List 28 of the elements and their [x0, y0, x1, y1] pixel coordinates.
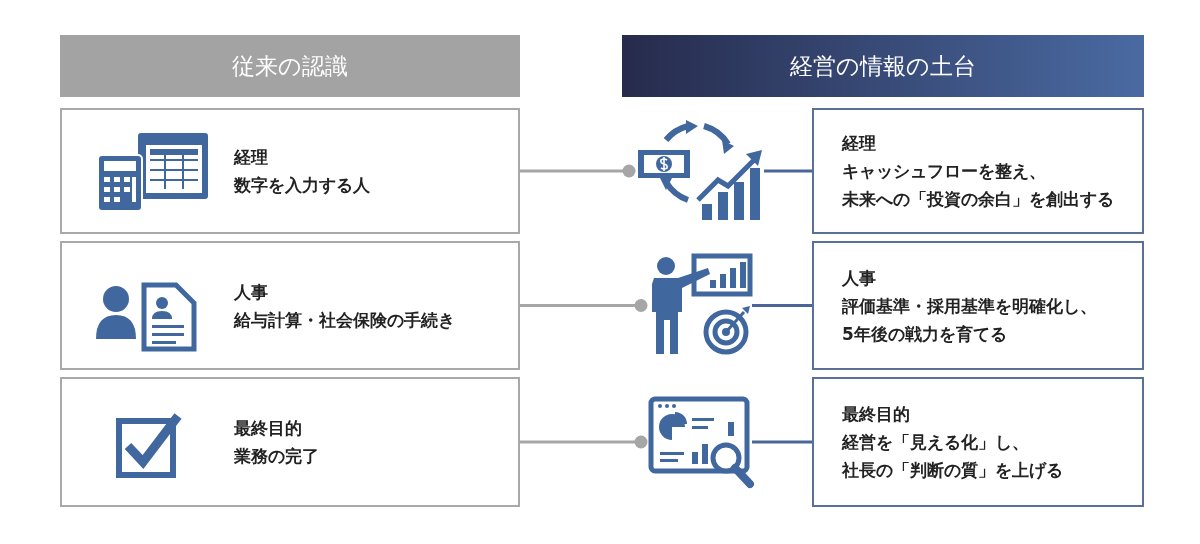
text-box: [812, 108, 1144, 234]
body-text: 経営を「見える化」し、社長の「判断の質」を上げる: [842, 431, 1063, 482]
heading-text: 経理: [234, 146, 268, 169]
body-text: 数字を入力する人: [234, 174, 370, 197]
header-band: 従来の認識: [60, 35, 520, 97]
connector-line: [752, 440, 812, 444]
body-text: キャッシュフローを整え、未来への「投資の余白」を創出する: [842, 160, 1114, 211]
text-box: [60, 108, 520, 234]
dashboard-magnifier-icon: [648, 396, 752, 488]
connector-line: [764, 169, 812, 173]
heading-text: 人事: [234, 280, 268, 304]
heading-text: 人事: [842, 266, 876, 290]
heading-text: 最終目的: [234, 417, 302, 440]
cash-flow-chart-icon: [636, 120, 764, 222]
text-box: [60, 377, 520, 507]
body-text: 給与計算・社会保険の手続き: [234, 308, 455, 332]
body-text: 評価基準・採用基準を明確化し、5年後の戦力を育てる: [842, 294, 1097, 346]
body-text: 業務の完了: [234, 445, 319, 468]
heading-text: 経理: [842, 132, 876, 155]
dot-connector: [520, 299, 648, 312]
header-band: 経営の情報の土台: [622, 35, 1144, 97]
dot-connector: [520, 164, 636, 178]
dot-connector: [520, 435, 648, 449]
connector-line: [752, 304, 812, 307]
text-box: [812, 241, 1144, 370]
text-box: [60, 241, 520, 370]
heading-text: 最終目的: [842, 403, 910, 426]
text-box: [812, 377, 1144, 507]
